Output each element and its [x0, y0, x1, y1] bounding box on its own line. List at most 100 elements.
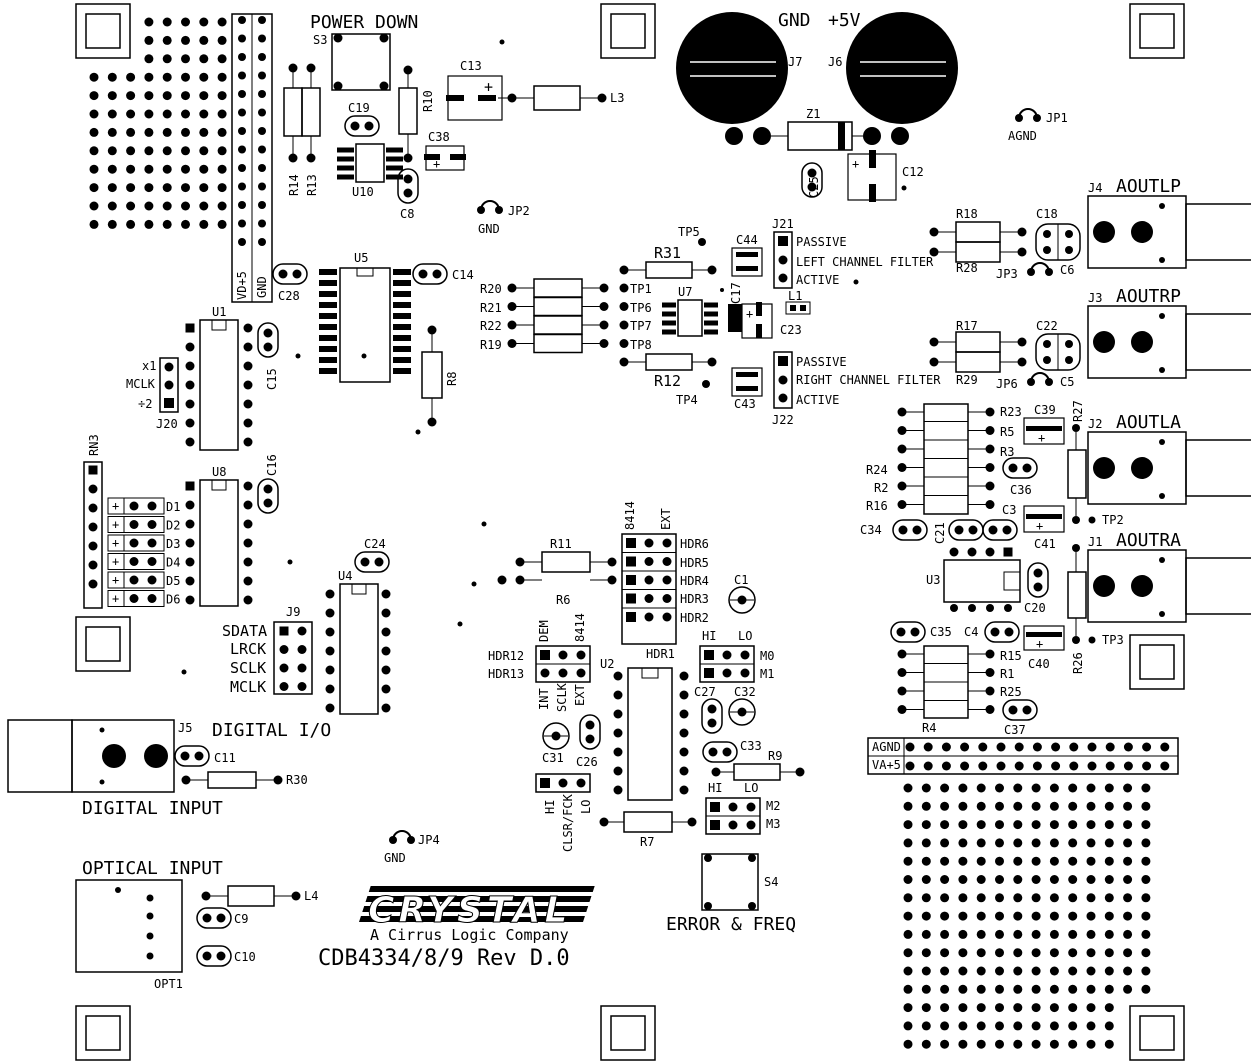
- pad: [1068, 1039, 1078, 1049]
- pad: [258, 219, 266, 228]
- pad: [162, 219, 172, 229]
- pad: [181, 72, 190, 82]
- pad: [940, 1021, 950, 1031]
- sclk-rot-label: SCLK: [555, 682, 569, 712]
- pad: [1049, 1039, 1059, 1049]
- pad: [978, 761, 988, 771]
- c40-capacitor: +: [1023, 625, 1065, 651]
- gnd-power-jack[interactable]: [676, 12, 788, 124]
- optical-input-receiver[interactable]: [75, 879, 183, 973]
- pad: [129, 538, 139, 548]
- pad: [507, 302, 517, 311]
- pad: [722, 668, 732, 678]
- pad: [1086, 856, 1096, 866]
- error-freq-switch[interactable]: [701, 853, 759, 911]
- r3-label: R3: [1000, 445, 1014, 459]
- pad: [1141, 820, 1151, 830]
- pad: [1068, 948, 1078, 958]
- j21-filter-select[interactable]: [773, 231, 793, 289]
- pad: [181, 127, 190, 137]
- pad: [995, 875, 1004, 884]
- pad: [626, 593, 636, 604]
- c32-trimmer[interactable]: [728, 698, 756, 726]
- pad: [995, 838, 1004, 848]
- pad: [940, 929, 950, 939]
- pad: [199, 54, 209, 64]
- pad: [644, 557, 654, 566]
- pad: [88, 484, 98, 494]
- pad: [958, 838, 968, 848]
- pad: [995, 820, 1004, 830]
- plus5v-power-jack[interactable]: [846, 12, 958, 124]
- resistor-body: [533, 296, 583, 317]
- led-label: D4: [166, 556, 180, 570]
- c12-capacitor: +: [847, 150, 907, 202]
- j20-jumper[interactable]: [159, 357, 179, 413]
- tp5-label: TP5: [678, 225, 700, 239]
- pad: [393, 302, 411, 308]
- hdr11[interactable]: [535, 773, 591, 793]
- c13-label: C13: [460, 59, 482, 73]
- pad: [147, 594, 157, 603]
- opt1-label: OPT1: [154, 977, 183, 991]
- m2-m3-jumpers[interactable]: [705, 797, 761, 835]
- pad: [728, 820, 738, 830]
- pad: [921, 893, 931, 903]
- j22-filter-select[interactable]: [773, 351, 793, 409]
- pad: [619, 339, 629, 348]
- pad: [897, 407, 907, 417]
- pad: [181, 54, 190, 64]
- power-down-switch[interactable]: [331, 33, 391, 91]
- pad: [968, 604, 976, 612]
- pad: [243, 481, 253, 491]
- pad: [89, 146, 99, 156]
- pad: [613, 785, 623, 795]
- pad: [976, 1039, 986, 1049]
- pad: [181, 201, 190, 211]
- tp7-label: TP7: [630, 319, 652, 333]
- r31-label: R31: [654, 244, 681, 262]
- pad: [941, 742, 951, 752]
- hdr12-hdr13[interactable]: [535, 645, 591, 683]
- pad: [704, 329, 718, 335]
- pad: [381, 627, 391, 637]
- c1-trimmer[interactable]: [728, 586, 756, 614]
- pad: [1013, 1003, 1023, 1013]
- pad: [199, 109, 209, 119]
- digital-input-label: DIGITAL INPUT: [82, 798, 223, 819]
- u1-chip: [185, 319, 253, 451]
- hdr-block[interactable]: [621, 533, 677, 645]
- pad: [1031, 820, 1041, 830]
- digital-input-jack[interactable]: [7, 719, 175, 793]
- pad: [1104, 856, 1114, 866]
- c31-trimmer[interactable]: [542, 722, 570, 750]
- pad: [243, 380, 253, 390]
- pad: [107, 219, 117, 229]
- pad: [626, 556, 636, 567]
- pad: [129, 501, 139, 511]
- pad: [1017, 357, 1027, 367]
- pad: [279, 645, 289, 654]
- jp3-label: JP3: [996, 267, 1018, 281]
- rn3-network: [83, 461, 103, 609]
- pad: [985, 444, 995, 454]
- pad: [1068, 1021, 1078, 1031]
- analog-output-jacks[interactable]: [1087, 195, 1251, 623]
- pad: [995, 1021, 1004, 1031]
- pad: [1051, 742, 1061, 752]
- pad: [599, 339, 609, 348]
- pad: [88, 579, 98, 589]
- pad: [1017, 227, 1027, 237]
- pad: [325, 684, 335, 694]
- m0-m1-jumpers[interactable]: [699, 645, 755, 683]
- pad: [976, 838, 986, 848]
- l1-jumper[interactable]: [785, 301, 811, 315]
- z1-label: Z1: [806, 107, 820, 121]
- lo-rot-label: LO: [579, 800, 593, 814]
- pad: [319, 313, 337, 319]
- u10-chip: [337, 143, 403, 183]
- pad: [903, 1021, 913, 1031]
- r14-label: R14: [287, 174, 301, 196]
- j9-header[interactable]: [273, 621, 313, 695]
- pad: [238, 182, 246, 191]
